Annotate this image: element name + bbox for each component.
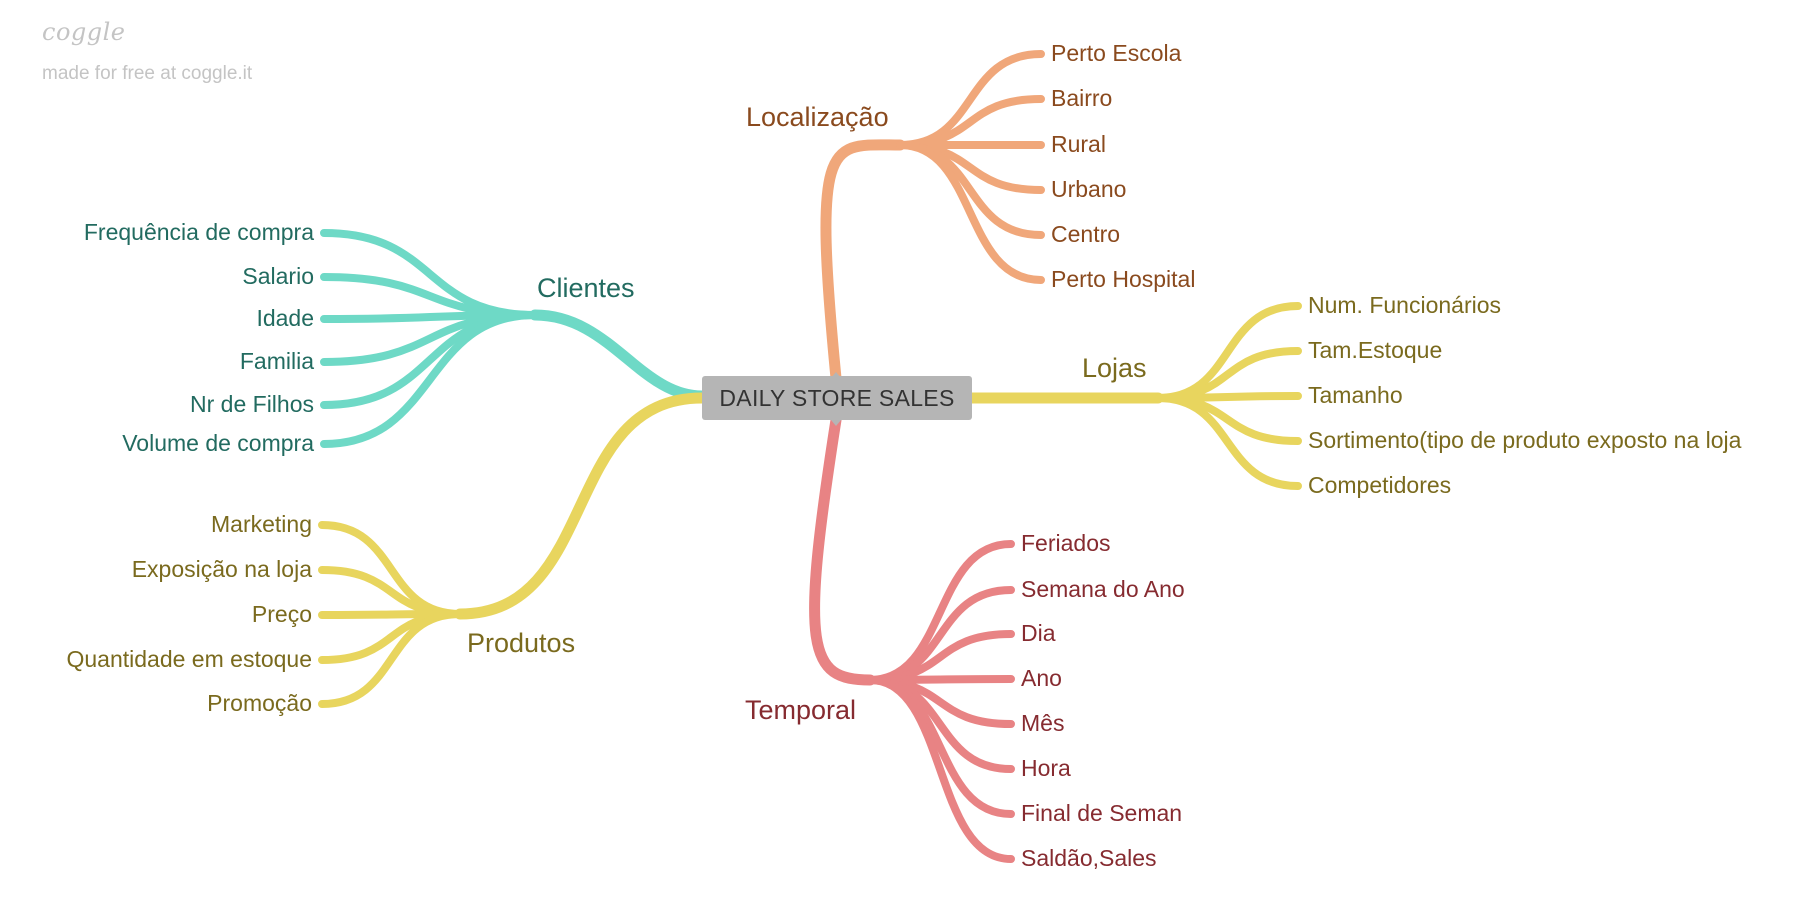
leaf-node-tam-estoque[interactable]: Tam.Estoque — [1308, 337, 1443, 363]
leaf-connector-competidores — [1154, 394, 1302, 490]
branch-connector-produtos — [454, 392, 708, 620]
leaf-node-quantidade-em-estoque[interactable]: Quantidade em estoque — [66, 646, 312, 672]
leaf-node-urbano[interactable]: Urbano — [1051, 176, 1127, 202]
branch-node-clientes[interactable]: Clientes — [537, 273, 635, 303]
leaf-node-mes[interactable]: Mês — [1021, 710, 1065, 736]
leaf-node-saldao-sales[interactable]: Saldão,Sales — [1021, 845, 1157, 871]
branch-node-temporal[interactable]: Temporal — [745, 695, 857, 725]
branch-connector-localizacao — [820, 139, 906, 384]
leaf-connector-frequencia-de-compra — [320, 229, 539, 319]
leaf-node-nr-de-filhos[interactable]: Nr de Filhos — [190, 391, 314, 417]
leaf-connector-saldao-sales — [866, 676, 1015, 863]
branch-node-localizacao[interactable]: Localização — [746, 102, 889, 132]
leaf-node-perto-hospital[interactable]: Perto Hospital — [1051, 266, 1196, 292]
coggle-logo[interactable]: coggle — [42, 18, 126, 46]
leaf-node-familia[interactable]: Familia — [239, 348, 314, 374]
leaf-node-sortimento-tipo-de-produto-exposto-na-loja[interactable]: Sortimento(tipo de produto exposto na lo… — [1308, 427, 1742, 453]
leaf-node-centro[interactable]: Centro — [1051, 221, 1121, 247]
leaf-node-final-de-seman[interactable]: Final de Seman — [1021, 800, 1183, 826]
leaf-node-ano[interactable]: Ano — [1021, 665, 1062, 691]
leaf-node-perto-escola[interactable]: Perto Escola — [1051, 40, 1182, 66]
leaf-node-salario[interactable]: Salario — [242, 263, 314, 289]
center-node-label: DAILY STORE SALES — [719, 384, 955, 411]
leaf-node-volume-de-compra[interactable]: Volume de compra — [122, 430, 314, 456]
coggle-caption[interactable]: made for free at coggle.it — [42, 63, 253, 84]
leaf-node-hora[interactable]: Hora — [1021, 755, 1071, 781]
leaf-node-feriados[interactable]: Feriados — [1021, 530, 1111, 556]
leaf-node-frequencia-de-compra[interactable]: Frequência de compra — [83, 219, 314, 245]
center-node[interactable]: DAILY STORE SALES — [702, 376, 972, 420]
leaf-connector-volume-de-compra — [320, 311, 539, 448]
leaf-node-semana-do-ano[interactable]: Semana do Ano — [1021, 576, 1185, 602]
leaf-node-dia[interactable]: Dia — [1021, 620, 1056, 646]
leaf-node-rural[interactable]: Rural — [1051, 131, 1106, 157]
leaf-node-promocao[interactable]: Promoção — [207, 690, 312, 716]
leaf-node-marketing[interactable]: Marketing — [211, 511, 312, 537]
center-node-notch-bottom — [831, 420, 841, 426]
leaf-node-idade[interactable]: Idade — [256, 305, 314, 331]
branch-node-lojas[interactable]: Lojas — [1082, 353, 1147, 383]
leaf-node-bairro[interactable]: Bairro — [1051, 85, 1113, 111]
leaf-node-competidores[interactable]: Competidores — [1308, 472, 1452, 498]
leaf-connector-perto-hospital — [896, 141, 1045, 284]
branch-node-produtos[interactable]: Produtos — [467, 628, 576, 658]
leaf-node-exposicao-na-loja[interactable]: Exposição na loja — [131, 556, 312, 582]
leaf-node-tamanho[interactable]: Tamanho — [1308, 382, 1403, 408]
leaf-node-preco[interactable]: Preço — [251, 601, 312, 627]
branch-connector-temporal — [809, 414, 876, 686]
leaf-node-num-funcionarios[interactable]: Num. Funcionários — [1308, 292, 1502, 318]
leaf-connector-promocao — [318, 610, 464, 708]
branch-connector-clientes — [529, 309, 708, 402]
